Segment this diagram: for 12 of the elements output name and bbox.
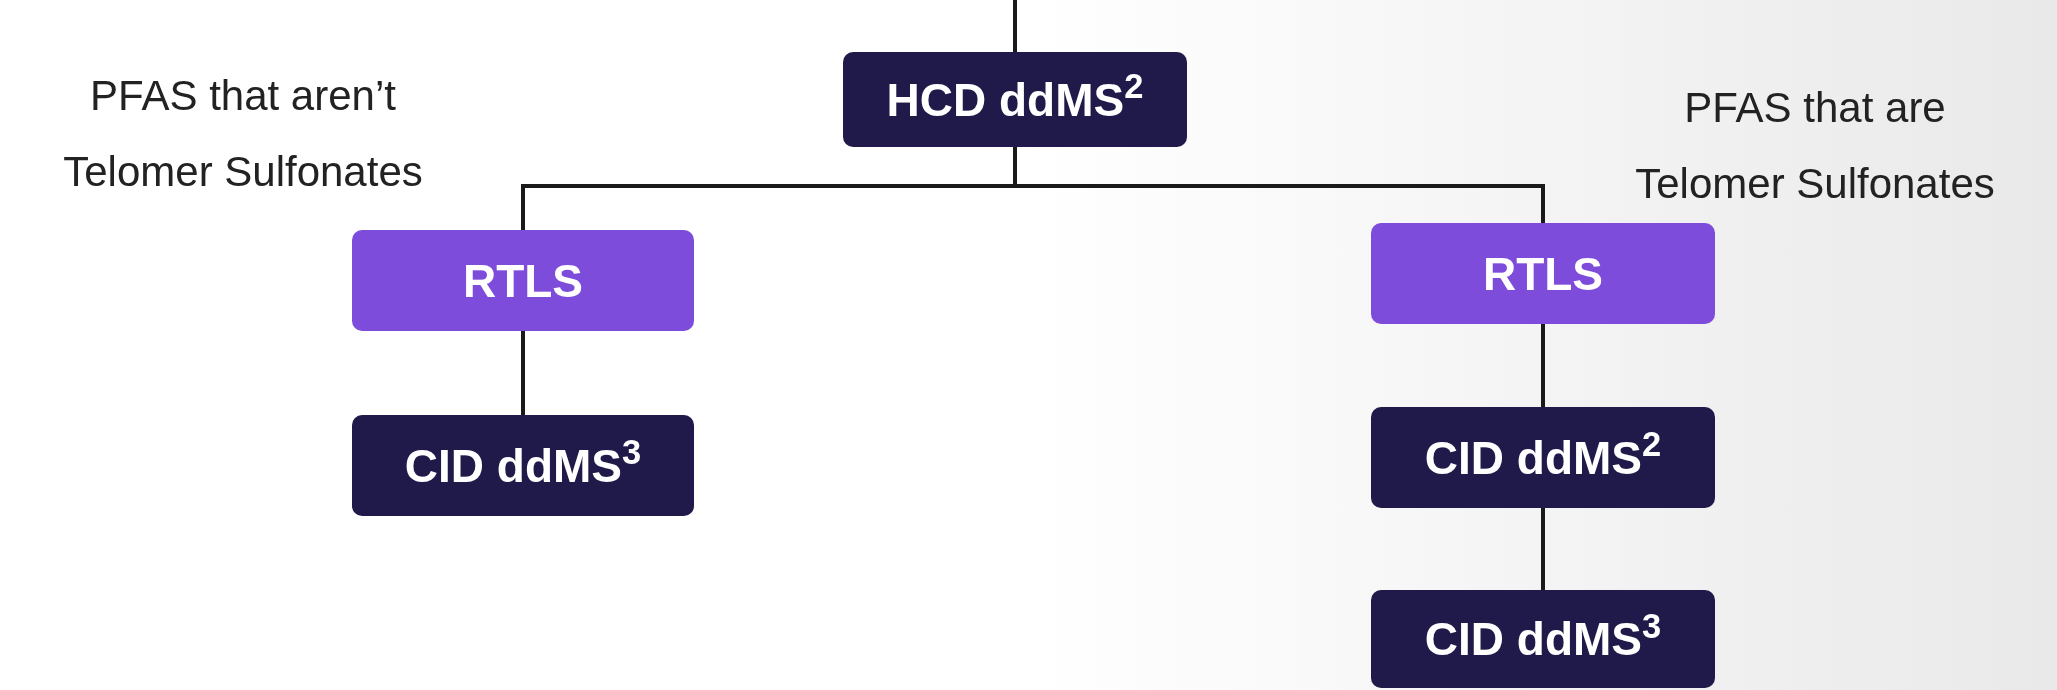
process-box: CID ddMS$^{3}$ bbox=[1371, 590, 1715, 688]
process-box: RTLS bbox=[352, 230, 694, 331]
category-label: PFAS that aren’t Telomer Sulfonates bbox=[62, 71, 424, 197]
connector-line bbox=[521, 331, 525, 415]
process-box: CID ddMS$^{3}$ bbox=[352, 415, 694, 516]
process-box: HCD ddMS$^{2}$ bbox=[843, 52, 1187, 147]
connector-line bbox=[1013, 0, 1017, 52]
connector-line bbox=[1541, 324, 1545, 407]
category-label: PFAS that are Telomer Sulfonates bbox=[1634, 83, 1996, 209]
connector-line bbox=[1541, 508, 1545, 590]
process-box: RTLS bbox=[1371, 223, 1715, 324]
process-box: CID ddMS$^{2}$ bbox=[1371, 407, 1715, 508]
